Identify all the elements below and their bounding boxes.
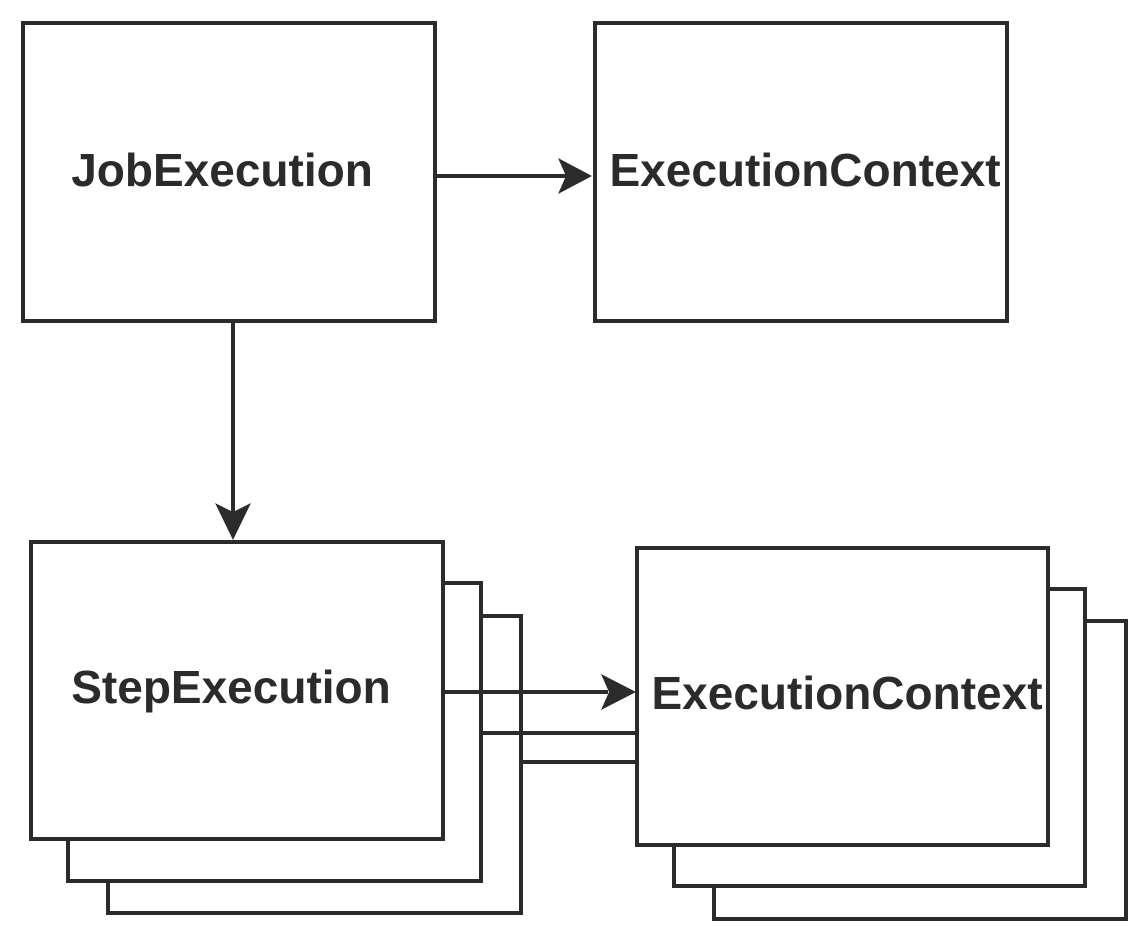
edge-job-to-step-arrowhead [215, 503, 251, 540]
step-execution-context-box-front [635, 546, 1050, 847]
stack-connector-lines [481, 731, 637, 764]
edge-step-to-context [443, 674, 636, 710]
step-execution-stack: StepExecution [29, 540, 523, 915]
job-execution-context-label: ExecutionContext [609, 144, 1000, 196]
step-execution-box-front [29, 540, 445, 841]
step-execution-label: StepExecution [71, 661, 391, 713]
job-execution-context-node: ExecutionContext [593, 21, 1009, 323]
edge-job-to-context-arrowhead [558, 158, 592, 194]
edge-job-to-context [435, 158, 592, 194]
job-execution-box [21, 21, 437, 323]
edge-step-to-context-arrowhead [601, 674, 636, 710]
edge-job-to-step [215, 321, 251, 540]
step-execution-context-label: ExecutionContext [651, 667, 1042, 719]
job-execution-node: JobExecution [21, 21, 437, 323]
job-execution-label: JobExecution [71, 144, 373, 196]
step-execution-context-stack: ExecutionContext [635, 546, 1128, 921]
job-execution-context-box [593, 21, 1009, 323]
